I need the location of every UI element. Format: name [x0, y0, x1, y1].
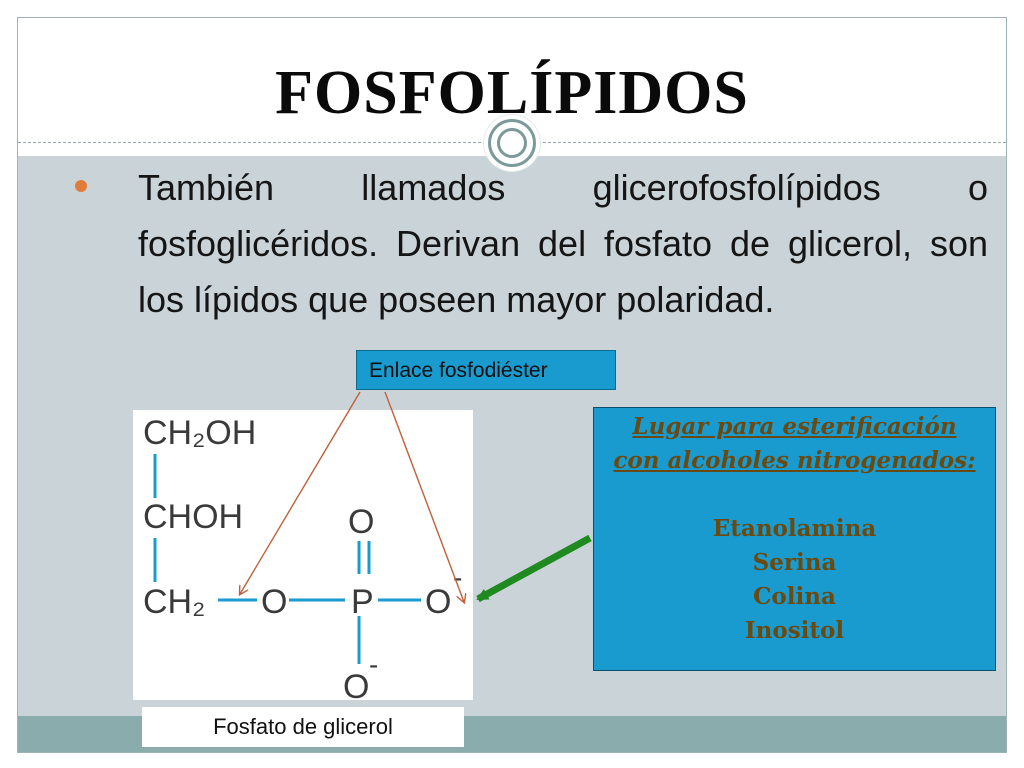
note-heading: Lugar para esterificación con alcoholes … — [594, 410, 995, 478]
double-circle-icon — [484, 115, 540, 171]
note-heading-line-1: Lugar para esterificación — [632, 413, 957, 440]
structure-charge-bottom: - — [369, 649, 378, 680]
note-item: Etanolamina — [712, 515, 877, 542]
note-heading-line-2: con alcoholes nitrogenados: — [613, 447, 976, 474]
structure-phosphorus: P — [351, 583, 374, 621]
callout-fosfato-de-glicerol: Fosfato de glicerol — [142, 707, 464, 747]
note-item: Inositol — [744, 617, 845, 644]
callout-enlace-fosfodiester: Enlace fosfodiéster — [356, 350, 616, 390]
structure-o-bottom: O — [343, 668, 369, 700]
bullet-text: También llamados glicerofosfolípidos o f… — [138, 167, 988, 320]
structure-o-top: O — [348, 503, 374, 541]
phosphate-structure-diagram: CH₂OH CHOH CH₂ O P O O O - - — [133, 410, 473, 700]
esterification-note: Lugar para esterificación con alcoholes … — [593, 407, 996, 671]
structure-o-ester: O — [261, 583, 287, 621]
bullet-dot-icon — [75, 180, 87, 192]
structure-ch2: CH₂ — [143, 583, 205, 621]
structure-ch2oh: CH₂OH — [143, 414, 256, 452]
structure-o-minus: O — [425, 583, 451, 621]
note-items: Etanolamina Serina Colina Inositol — [594, 512, 995, 648]
note-item: Serina — [752, 549, 837, 576]
structure-charge-right: - — [453, 562, 462, 593]
note-item: Colina — [753, 583, 836, 610]
structure-choh: CHOH — [143, 498, 243, 536]
